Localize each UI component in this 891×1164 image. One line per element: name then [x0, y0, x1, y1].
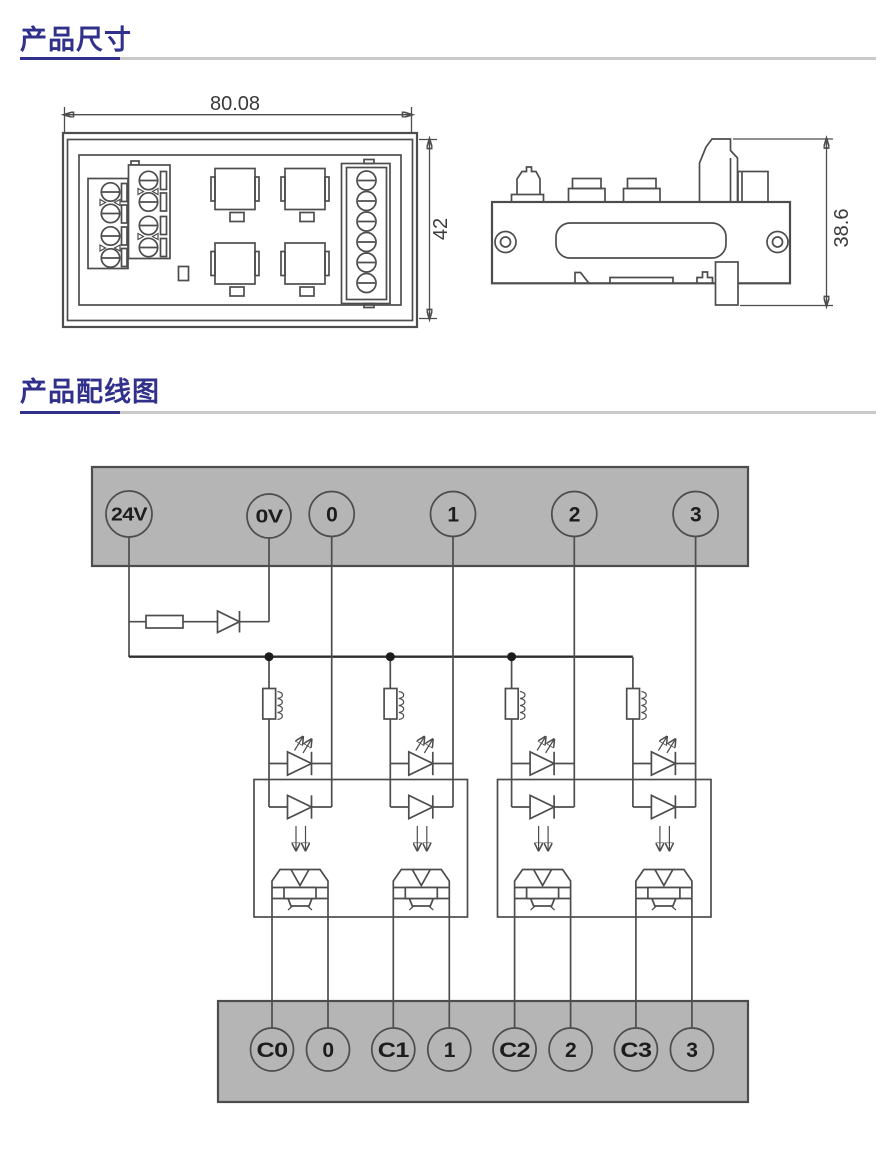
section-title-wiring: 产品配线图	[20, 377, 160, 407]
dimension-drawing: 80.08 42	[0, 93, 853, 329]
side-view: 38.6	[490, 138, 853, 306]
junction-dot	[385, 652, 395, 662]
terminal-c3	[613, 1027, 659, 1072]
terminal-24v-label: 24V	[111, 505, 148, 525]
relay-channel-0	[263, 537, 332, 1029]
terminal-out-1-label: 1	[447, 504, 459, 527]
dimension-side-height: 38.6	[733, 139, 853, 306]
relay-channel-2	[505, 537, 574, 1029]
wiring-diagram: 24V 0V 0 1 2 3 C0 0 C1 1 C2 2	[90, 465, 750, 1104]
relay-channel-3	[627, 537, 696, 1029]
terminal-c1	[370, 1027, 416, 1072]
terminal-c2-label: C2	[499, 1039, 530, 1062]
dimension-width-label: 80.08	[210, 93, 260, 115]
dimension-height: 42	[419, 140, 452, 319]
terminal-no-1	[426, 1027, 472, 1072]
terminal-c2	[492, 1027, 537, 1072]
load-terminal-bar	[216, 999, 750, 1104]
section-title-dimensions: 产品尺寸	[20, 25, 132, 55]
terminal-strip-right	[340, 158, 391, 309]
terminal-no-3-label: 3	[686, 1039, 697, 1062]
junction-dot	[264, 652, 274, 662]
relay-channel-1	[384, 537, 453, 1029]
terminal-c3-label: C3	[620, 1039, 651, 1062]
relay-box-1	[253, 778, 469, 918]
din-rail-detail	[574, 261, 739, 306]
terminal-no-1-label: 1	[444, 1039, 456, 1062]
terminal-out-0	[308, 490, 356, 538]
terminal-0v-label: 0V	[256, 507, 284, 527]
top-connectors	[510, 138, 769, 203]
supply-circuit	[128, 536, 633, 658]
terminal-no-2	[548, 1027, 593, 1072]
terminal-block-left-2	[127, 160, 171, 260]
terminal-out-0-label: 0	[326, 504, 337, 527]
diode-icon	[216, 609, 242, 634]
terminal-c0-label: C0	[257, 1039, 288, 1062]
terminal-out-3-label: 3	[690, 504, 701, 527]
terminal-0v	[246, 493, 292, 539]
terminal-c0	[249, 1027, 295, 1072]
terminal-24v	[105, 490, 153, 538]
dimension-width: 80.08	[65, 93, 412, 132]
terminal-no-3	[669, 1027, 715, 1072]
terminal-no-2-label: 2	[565, 1039, 576, 1062]
plc-output-bar	[90, 465, 750, 568]
top-terminals: 24V 0V 0 1 2 3	[105, 490, 719, 539]
terminal-c1-label: C1	[378, 1039, 410, 1062]
terminal-out-1	[429, 490, 477, 538]
dimension-height-label: 42	[430, 218, 452, 240]
fuse-icon	[145, 614, 184, 629]
terminal-out-2-label: 2	[569, 504, 580, 527]
section-rule	[20, 411, 876, 414]
junction-dot	[507, 652, 517, 662]
terminal-out-2	[550, 490, 598, 538]
bottom-terminals: C0 0 C1 1 C2 2 C3 3	[249, 1027, 715, 1072]
relay-box-2	[496, 778, 712, 918]
terminal-block-left	[87, 177, 129, 270]
terminal-out-3	[672, 490, 719, 538]
jumper-slot	[177, 265, 190, 282]
front-view: 80.08 42	[63, 93, 452, 329]
terminal-no-0-label: 0	[322, 1039, 333, 1062]
dimension-side-height-label: 38.6	[831, 209, 853, 248]
relay-footprints	[210, 167, 330, 297]
section-rule	[20, 57, 876, 60]
terminal-no-0	[305, 1027, 351, 1072]
